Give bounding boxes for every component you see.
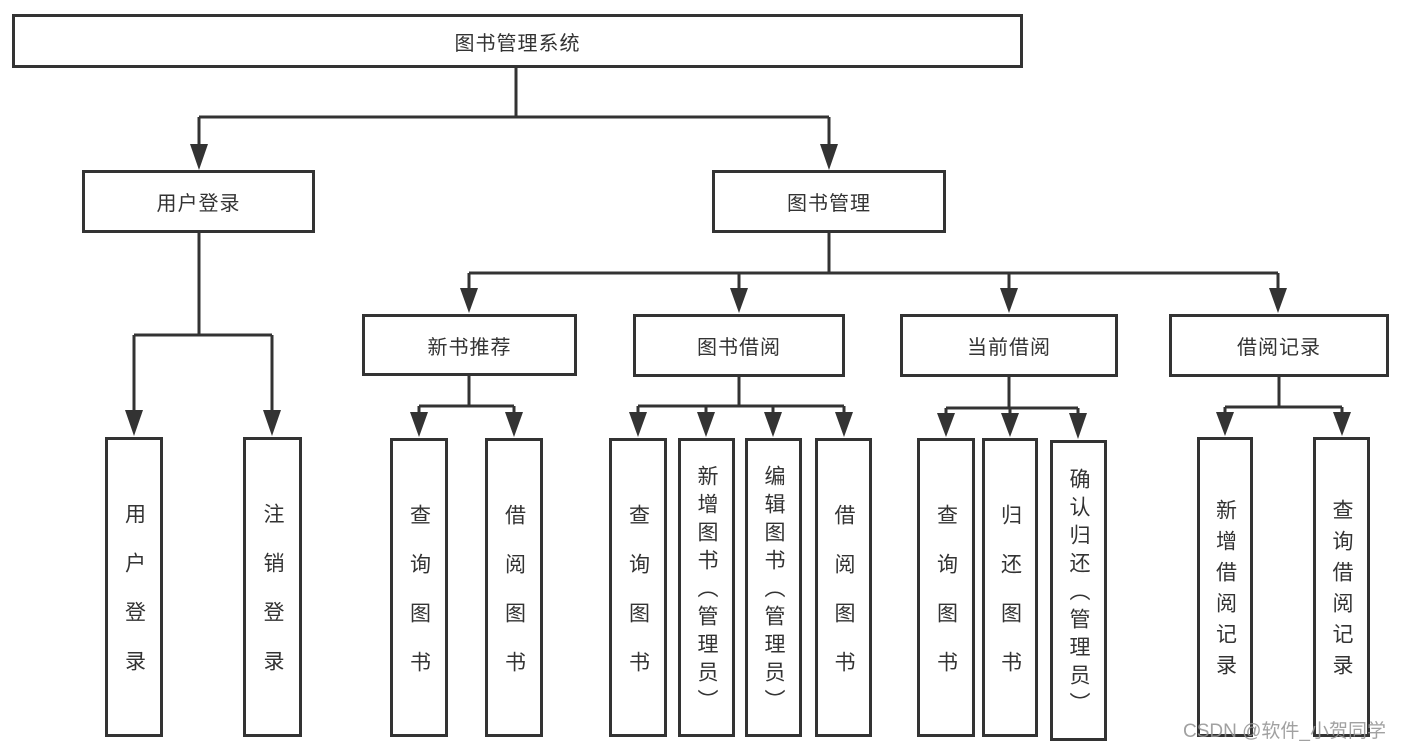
- leaf-query-borrow-record: 查询借阅记录: [1313, 437, 1370, 737]
- node-library-system-root: 图书管理系统: [12, 14, 1023, 68]
- connector-lines: [132, 68, 1344, 415]
- leaf-confirm-return-admin: 确认归还（管理员）: [1050, 440, 1107, 741]
- leaf-borrow-query-books-label: 查询图书: [626, 503, 650, 700]
- arrowheads: [125, 144, 1351, 439]
- leaf-return-books-label: 归还图书: [998, 503, 1022, 700]
- leaf-confirm-return-admin-label: 确认归还（管理员）: [1067, 468, 1090, 720]
- node-borrow-records-label: 借阅记录: [1237, 337, 1321, 359]
- leaf-query-borrow-record-label: 查询借阅记录: [1330, 499, 1353, 685]
- leaf-current-query-books: 查询图书: [917, 438, 975, 737]
- leaf-add-book-admin-label: 新增图书（管理员）: [695, 465, 718, 717]
- leaf-add-borrow-record: 新增借阅记录: [1197, 437, 1253, 737]
- node-book-management-label: 图书管理: [787, 193, 871, 215]
- leaf-return-books: 归还图书: [982, 438, 1038, 737]
- leaf-user-login: 用户登录: [105, 437, 163, 737]
- node-borrow-records: 借阅记录: [1169, 314, 1389, 377]
- node-book-borrow-label: 图书借阅: [697, 337, 781, 359]
- leaf-recommend-borrow-books-label: 借阅图书: [502, 503, 526, 700]
- node-book-borrow: 图书借阅: [633, 314, 845, 377]
- node-user-login: 用户登录: [82, 170, 315, 233]
- leaf-borrow-books-label: 借阅图书: [832, 503, 855, 700]
- node-book-management: 图书管理: [712, 170, 946, 233]
- leaf-recommend-query-books-label: 查询图书: [407, 503, 431, 700]
- leaf-add-book-admin: 新增图书（管理员）: [678, 438, 735, 737]
- leaf-borrow-query-books: 查询图书: [609, 438, 667, 737]
- leaf-recommend-borrow-books: 借阅图书: [485, 438, 543, 737]
- leaf-logout: 注销登录: [243, 437, 302, 737]
- node-current-borrow-label: 当前借阅: [967, 337, 1051, 359]
- leaf-edit-book-admin-label: 编辑图书（管理员）: [762, 465, 785, 717]
- node-user-login-label: 用户登录: [156, 193, 241, 215]
- leaf-user-login-label: 用户登录: [122, 503, 146, 699]
- leaf-logout-label: 注销登录: [261, 503, 284, 699]
- leaf-edit-book-admin: 编辑图书（管理员）: [745, 438, 802, 737]
- leaf-current-query-books-label: 查询图书: [934, 503, 958, 700]
- node-new-book-recommend: 新书推荐: [362, 314, 577, 376]
- csdn-watermark: CSDN @软件_小贺同学: [1183, 721, 1386, 742]
- node-current-borrow: 当前借阅: [900, 314, 1118, 377]
- node-library-system-root-label: 图书管理系统: [454, 32, 581, 55]
- node-new-book-recommend-label: 新书推荐: [427, 336, 512, 359]
- leaf-recommend-query-books: 查询图书: [390, 438, 448, 737]
- leaf-add-borrow-record-label: 新增借阅记录: [1213, 499, 1237, 685]
- leaf-borrow-books: 借阅图书: [815, 438, 872, 737]
